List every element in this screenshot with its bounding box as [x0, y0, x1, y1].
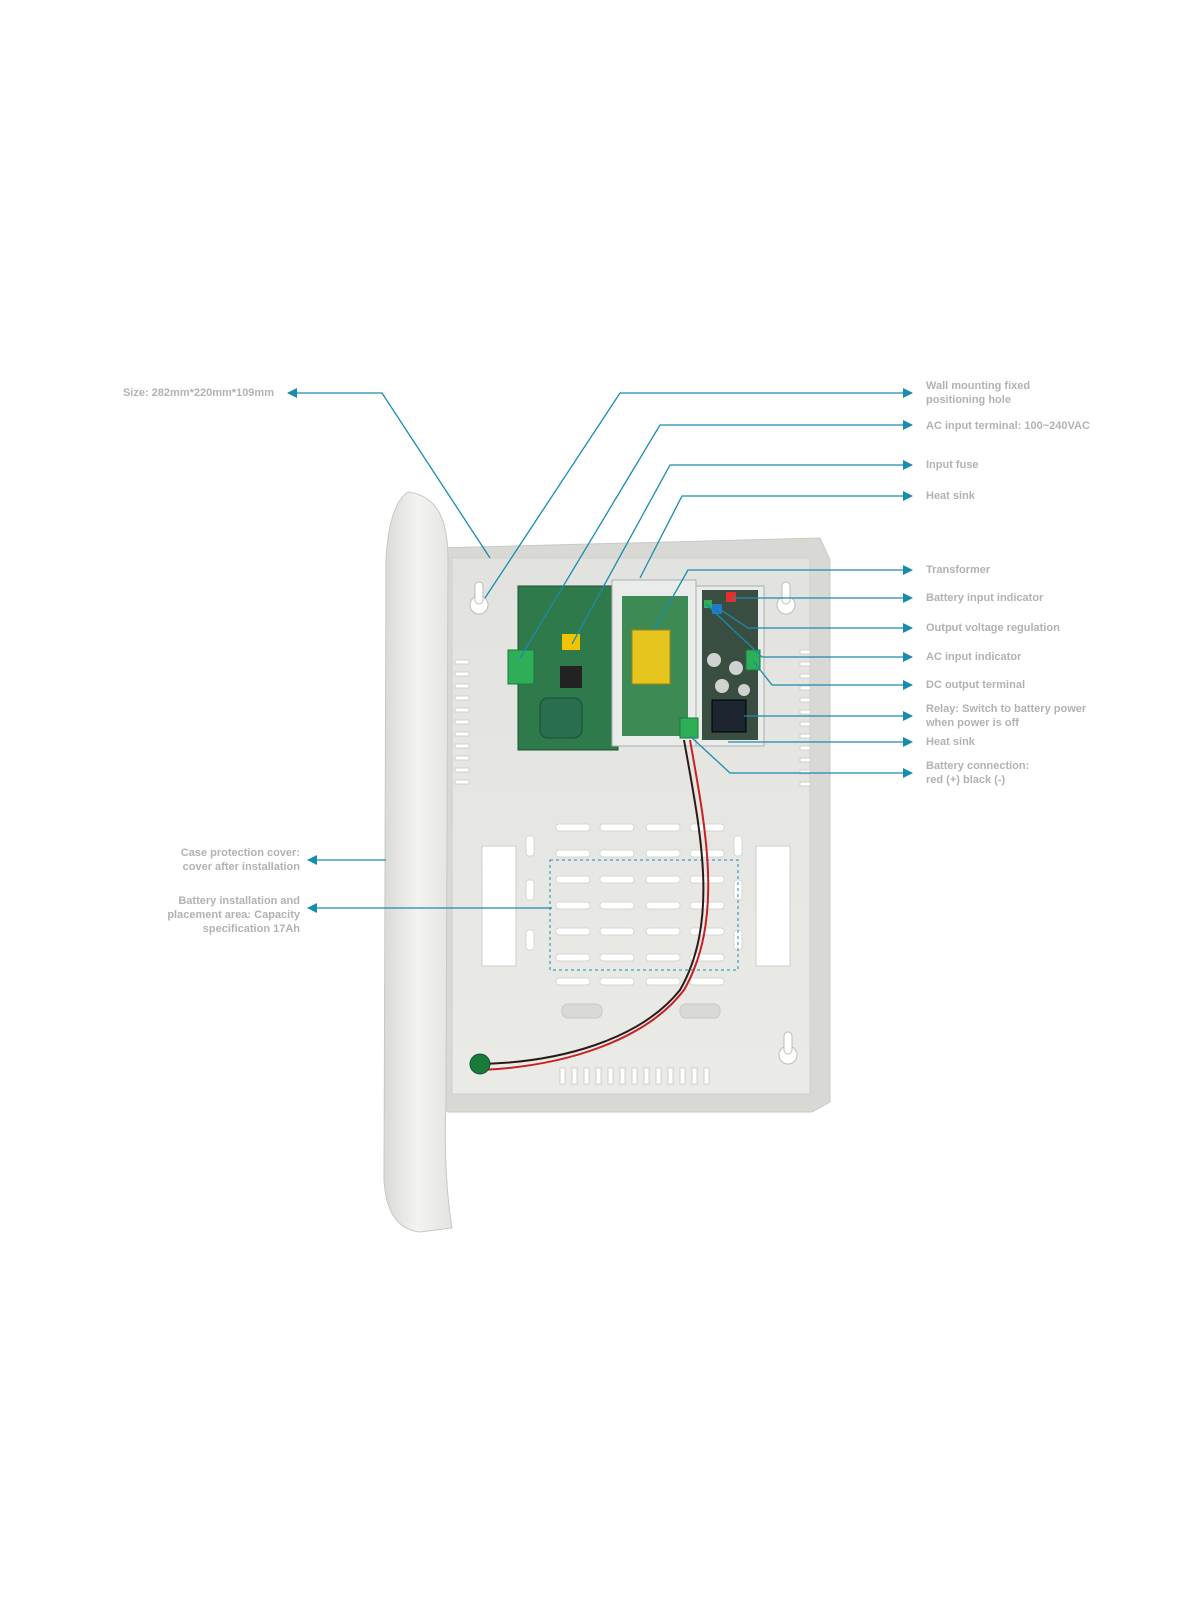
leader-output-voltage — [717, 607, 913, 633]
leader-transformer — [653, 565, 913, 631]
battery-wire-red — [481, 739, 710, 1071]
label-dc-output: DC output terminal — [926, 679, 1025, 691]
battery-wire-black — [481, 739, 705, 1065]
leader-dc-output — [753, 661, 913, 690]
label-output-voltage: Output voltage regulation — [926, 622, 1060, 634]
foot-slot-left — [561, 1003, 603, 1019]
label-relay: Relay: Switch to battery power when powe… — [926, 703, 1087, 729]
case-protection-cover — [383, 491, 453, 1233]
leader-ac-indicator — [705, 603, 913, 662]
leader-battery-connection — [689, 735, 913, 778]
leader-input-fuse — [571, 460, 913, 645]
label-input-fuse: Input fuse — [926, 459, 979, 471]
ac-led — [704, 600, 712, 608]
battery-area-outline — [549, 859, 739, 971]
leader-lines — [287, 388, 913, 913]
battery-led — [726, 592, 736, 602]
inductor — [560, 666, 582, 688]
fuse — [562, 634, 580, 650]
side-vents-right — [799, 649, 811, 787]
relay-block — [711, 699, 747, 733]
voltage-pot — [712, 604, 722, 614]
label-cover: Case protection cover: cover after insta… — [180, 847, 300, 873]
leader-size — [287, 388, 491, 559]
keyhole-bottom-right — [778, 1031, 798, 1065]
battery-vents — [525, 823, 743, 986]
keyhole-top-left — [469, 581, 489, 615]
foot-slot-right — [679, 1003, 721, 1019]
slot-left — [481, 845, 517, 967]
slot-right — [755, 845, 791, 967]
leader-heat-sink-top — [639, 491, 913, 579]
label-battery-connection: Battery connection: red (+) black (-) — [926, 760, 1030, 786]
battery-terminal-block — [679, 717, 699, 739]
capacitor — [539, 697, 583, 739]
battery-connector — [469, 1053, 491, 1075]
label-ac-indicator: AC input indicator — [926, 651, 1022, 663]
leader-wall-mount — [484, 388, 913, 599]
label-heat-sink-bottom: Heat sink — [926, 736, 975, 748]
bottom-vents — [559, 1067, 710, 1085]
side-vents-left — [454, 659, 470, 785]
transformer-block — [631, 629, 671, 685]
label-transformer: Transformer — [926, 564, 991, 576]
label-ac-terminal: AC input terminal: 100~240VAC — [926, 420, 1090, 432]
pcb-modules — [469, 579, 765, 1075]
leader-ac-terminal — [519, 420, 913, 659]
label-wall-mount: Wall mounting fixed positioning hole — [926, 380, 1031, 406]
label-heat-sink-top: Heat sink — [926, 490, 975, 502]
label-battery-area: Battery installation and placement area:… — [167, 895, 300, 935]
label-size: Size: 282mm*220mm*109mm — [122, 387, 274, 399]
label-battery-indicator: Battery input indicator — [926, 592, 1044, 604]
